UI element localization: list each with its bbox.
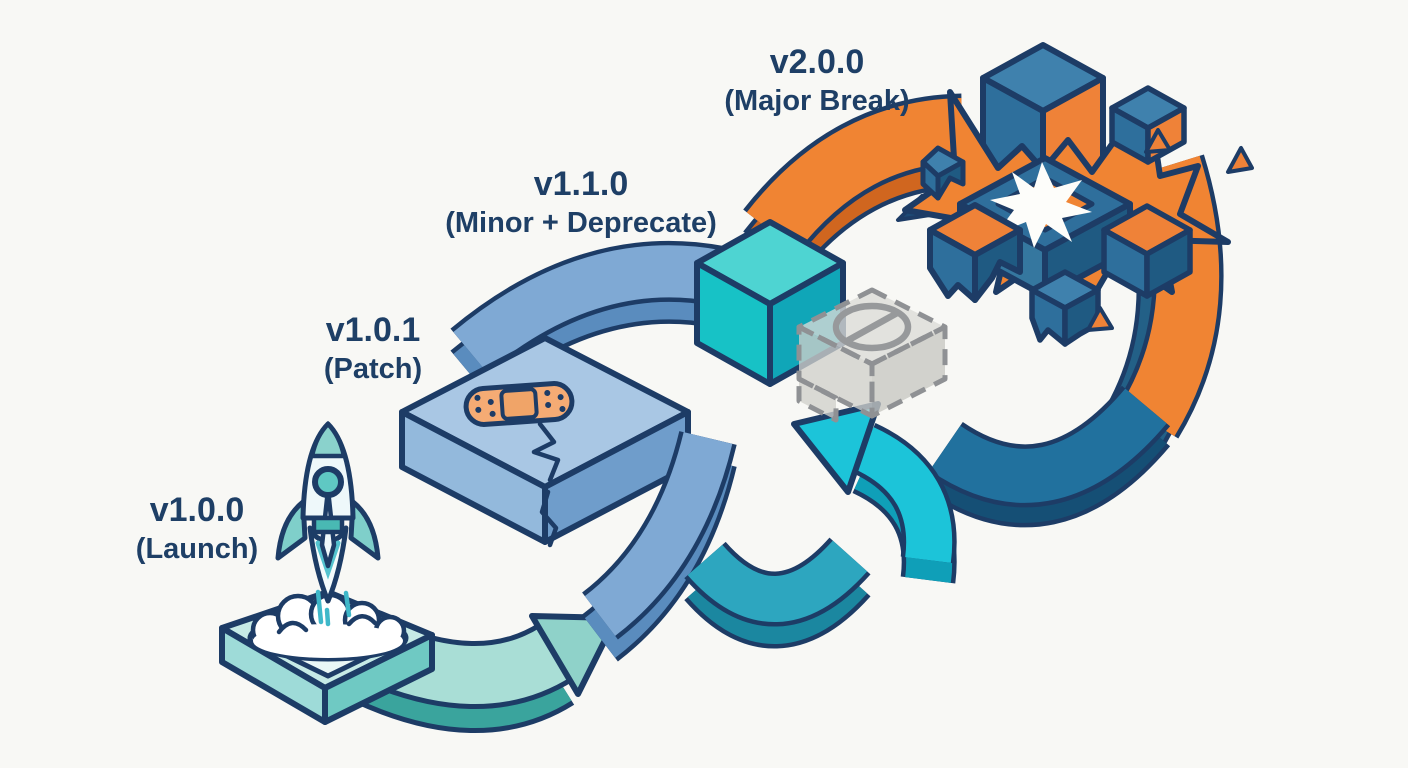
rocket-nose (309, 420, 347, 459)
version-text: v1.0.1 (325, 311, 421, 349)
descriptor-text: (Patch) (323, 353, 423, 386)
version-text: v2.0.0 (769, 43, 865, 81)
patch-platform (399, 335, 691, 548)
descriptor-text: (Minor + Deprecate) (445, 207, 717, 240)
debris-cube (927, 202, 1023, 303)
no-entry-icon (832, 302, 912, 352)
smoke-clouds (247, 592, 409, 662)
stage-label-v100: v1.0.0 (Launch) (135, 491, 259, 566)
arrowhead (529, 613, 619, 697)
debris-triangle (1086, 306, 1114, 332)
descriptor-text: (Launch) (135, 533, 259, 566)
stage-label-v200: v2.0.0 (Major Break) (724, 43, 910, 118)
bandaid-icon (463, 381, 575, 427)
debris-cube (920, 145, 966, 201)
crack-icon (531, 421, 561, 548)
deprecated-cube-icon (796, 287, 948, 423)
rocket-window (312, 466, 344, 498)
explosion-icon (902, 42, 1254, 347)
white-flash (990, 162, 1092, 248)
descriptor-text: (Major Break) (724, 85, 910, 118)
rocket-icon (275, 420, 381, 604)
debris-triangle (1226, 146, 1254, 174)
rocket-fin-right (348, 499, 381, 561)
debris-cube (1101, 203, 1193, 299)
patch-arc-arrow-lower (581, 430, 737, 662)
debris-cube (1029, 269, 1101, 347)
exhaust-streaks (315, 589, 352, 627)
minor-arc-arrow-teal (684, 537, 871, 649)
rocket-fin-left (275, 499, 308, 561)
version-text: v1.1.0 (533, 165, 629, 203)
version-text: v1.0.0 (149, 491, 245, 529)
debris-triangle (1144, 128, 1172, 154)
minor-arc-arrow-cyan (791, 401, 957, 584)
minor-feature-cube-icon (694, 219, 846, 387)
stage-label-v110: v1.1.0 (Minor + Deprecate) (445, 165, 717, 240)
patch-arc-arrow-upper (450, 240, 724, 398)
major-arc-arrow-bottom (927, 385, 1171, 528)
stage-label-v101: v1.0.1 (Patch) (323, 311, 423, 386)
